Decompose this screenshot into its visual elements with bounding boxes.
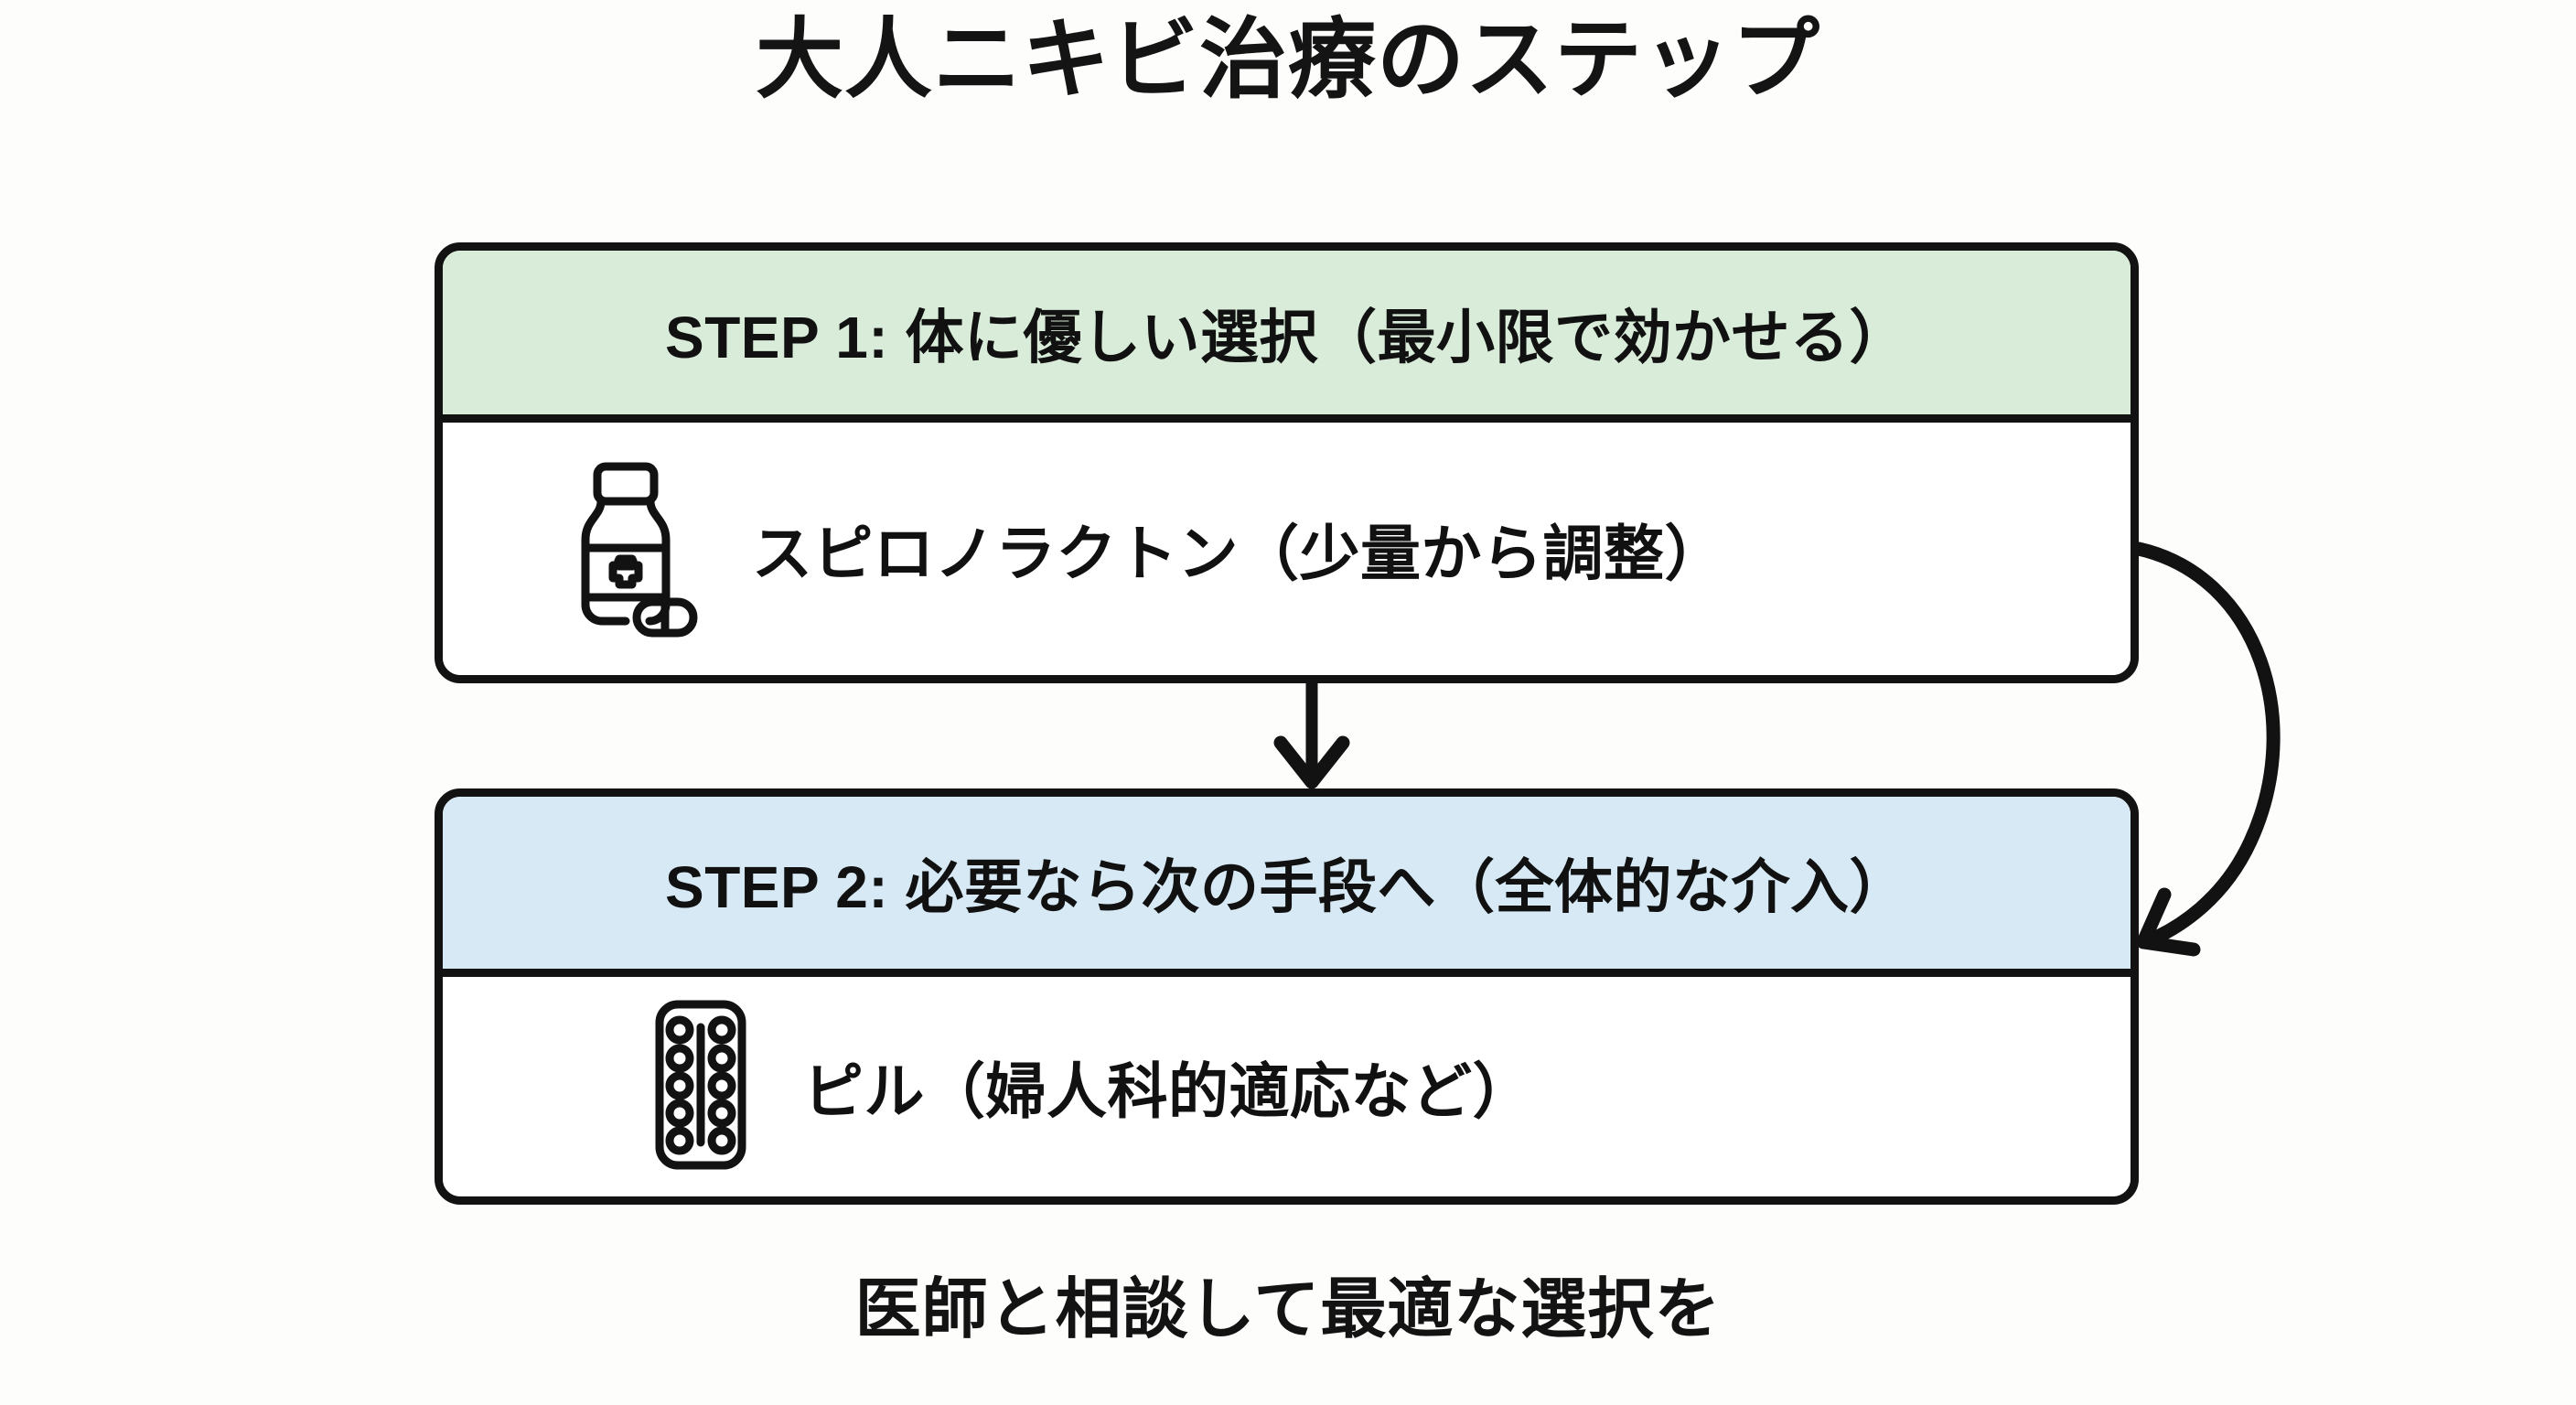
step-2-header-label: STEP 2: 必要なら次の手段へ（全体的な介入） <box>665 854 1908 920</box>
step-1-body-label: スピロノラクトン（少量から調整） <box>752 520 1725 587</box>
step-card-1: STEP 1: 体に優しい選択（最小限で効かせる） <box>435 242 2139 683</box>
step-1-header: STEP 1: 体に優しい選択（最小限で効かせる） <box>443 251 2131 423</box>
step-1-header-label: STEP 1: 体に優しい選択（最小限で効かせる） <box>665 304 1908 370</box>
step1-to-step2-curved-arrow <box>2131 542 2281 957</box>
step-2-body-label: ピル（婦人科的適応など） <box>803 1057 1533 1125</box>
blister-pack-icon <box>653 998 748 1176</box>
step-card-2: STEP 2: 必要なら次の手段へ（全体的な介入） <box>435 788 2139 1205</box>
page-title: 大人ニキビ治療のステップ <box>756 11 1820 109</box>
step-1-body: スピロノラクトン（少量から調整） <box>443 423 2131 675</box>
pill-bottle-icon <box>571 456 708 643</box>
footer-note: 医師と相談して最適な選択を <box>854 1273 1722 1346</box>
step-2-header: STEP 2: 必要なら次の手段へ（全体的な介入） <box>443 797 2131 977</box>
step-2-body: ピル（婦人科的適応など） <box>443 977 2131 1196</box>
step1-to-step2-arrow <box>1273 683 1350 789</box>
